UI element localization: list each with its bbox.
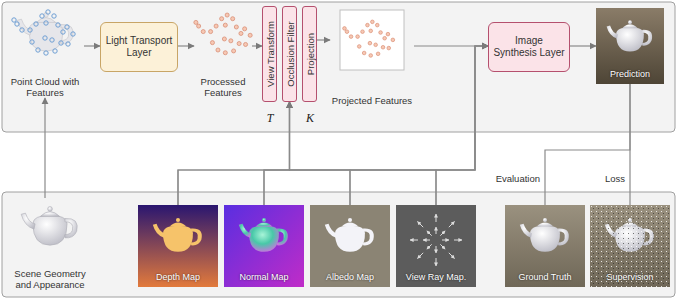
normal-map [224,205,304,287]
connector [178,46,488,205]
edge-label: Loss [604,173,626,184]
node-text: Depth Map [140,272,216,283]
process-box: Projection [302,6,317,102]
view-rays [410,214,462,266]
connector [570,45,596,46]
teapot [325,218,374,252]
teapot [239,218,288,252]
node-text: Projection [304,33,315,75]
node-text: Prediction [598,69,662,80]
node-text: Albedo Map [312,272,388,283]
connector [264,46,488,205]
process-box: Occlusion Filter [282,6,297,102]
noise [590,205,670,287]
teapot [21,207,77,246]
teapot [153,218,202,252]
connector [290,102,437,205]
connector [264,102,290,205]
image-node: Depth Map [138,205,218,287]
image-node: Normal Map [224,205,304,287]
node-text: View Transform [264,21,275,87]
connector [629,84,630,205]
caption-node: Scene Geometry and Appearance [8,198,92,290]
connector [178,102,290,205]
connector [350,46,488,205]
node-text: View Ray Map. [398,272,474,283]
node-text: Light Transport Layer [105,35,173,59]
caption-node: Processed Features [194,6,252,98]
connector [545,84,630,205]
process-box: Image Synthesis Layer [488,22,570,72]
node-text: Image Synthesis Layer [493,35,565,59]
image-node: Supervision [590,205,670,287]
symbol-label: T [267,111,274,126]
teapot [607,20,653,51]
processed-points [194,13,252,55]
top-panel [2,2,675,132]
connector [317,39,330,40]
symbol-label: K [306,111,314,126]
connector [290,102,351,205]
node-text: Point Cloud with Features [7,76,83,98]
supervision-image [590,205,670,287]
caption-node: Projected Features [330,6,414,106]
node-text: Projected Features [331,95,413,106]
edge-label: Evaluation [495,173,541,184]
connector [84,45,100,46]
image-node: View Ray Map. [396,205,476,287]
caption-node: Point Cloud with Features [6,6,84,98]
prediction-image [596,8,664,84]
node-text: Scene Geometry and Appearance [9,268,91,290]
image-node: Prediction [596,8,664,84]
process-box: View Transform [262,6,277,102]
depth-map [138,205,218,287]
connector [436,46,488,205]
view-ray-map [396,205,476,287]
image-node: Albedo Map [310,205,390,287]
teapot [520,218,569,252]
ground-truth-image [505,205,585,287]
connector [178,45,194,46]
bottom-panel [2,192,675,297]
node-text: Ground Truth [507,272,583,283]
albedo-map [310,205,390,287]
connector [252,45,262,46]
projection-frame [340,10,404,70]
node-text: Supervision [592,272,668,283]
image-node: Ground Truth [505,205,585,287]
node-text: Occlusion Filter [284,21,295,86]
point-cloud [12,10,75,55]
projected-points [343,20,395,57]
process-box: Light Transport Layer [100,22,178,72]
connector [44,98,45,198]
node-text: Normal Map [226,272,302,283]
node-text: Processed Features [195,76,251,98]
